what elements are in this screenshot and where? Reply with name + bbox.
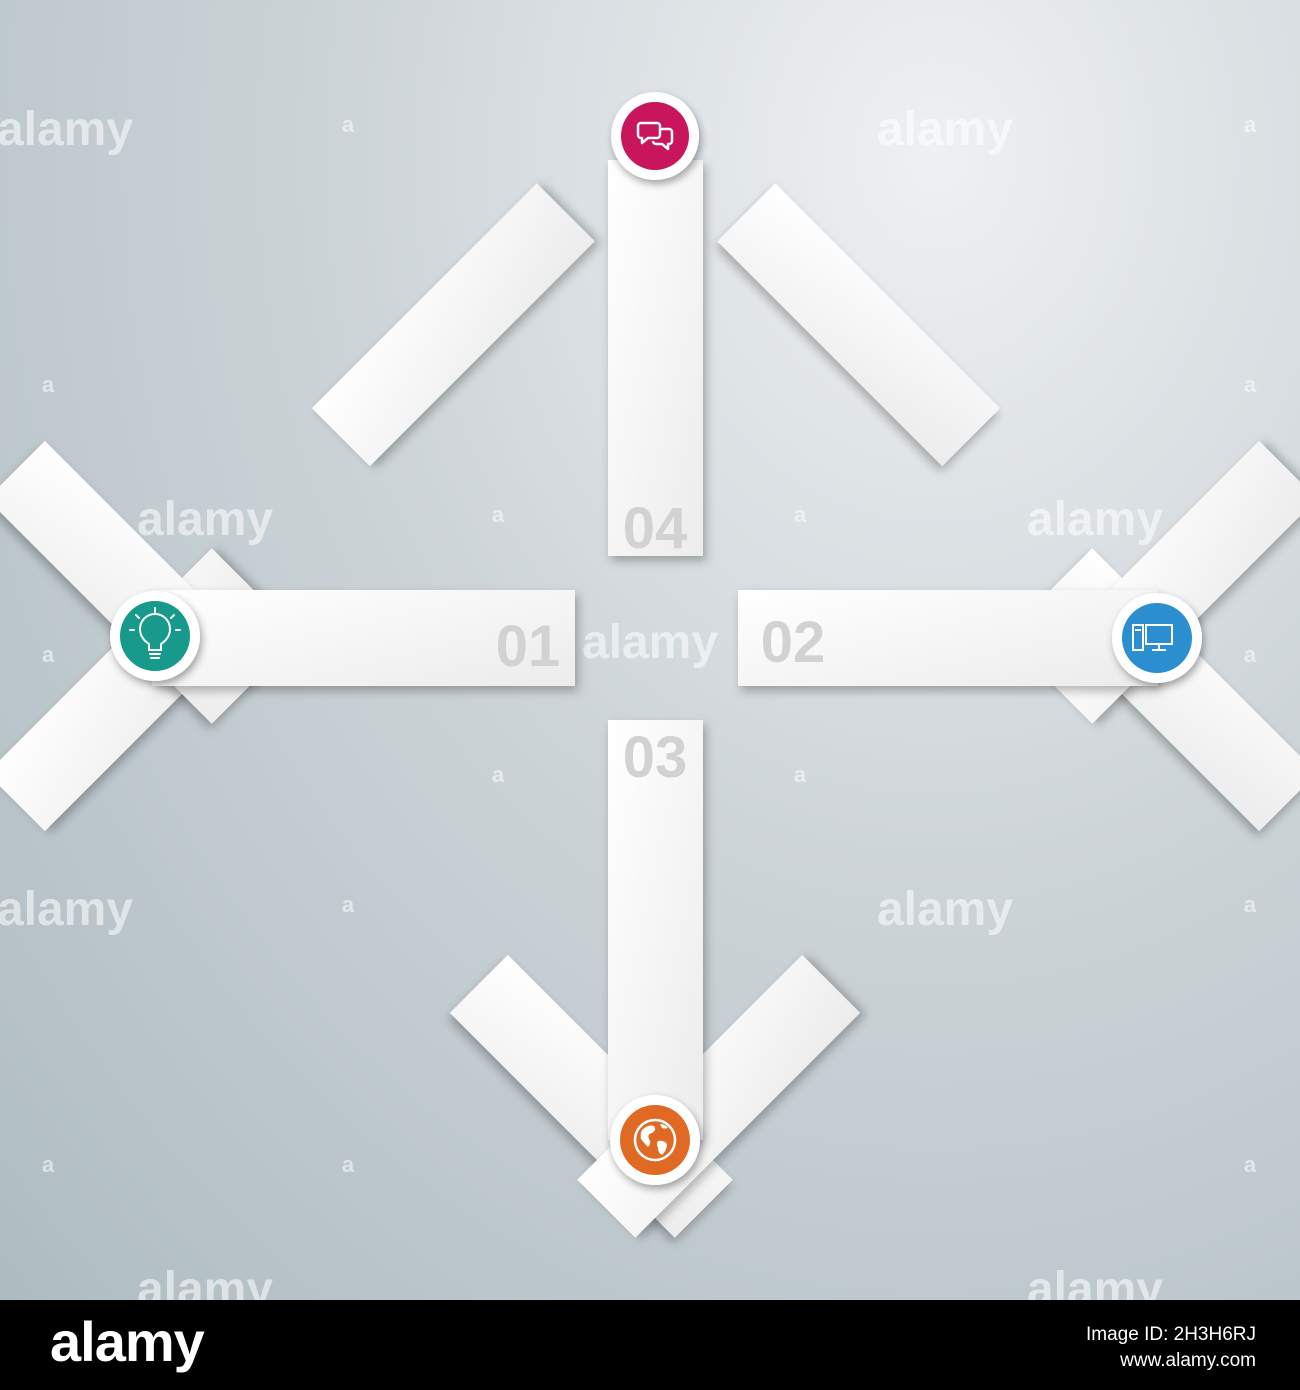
watermark-mark: a xyxy=(1244,642,1257,667)
watermark-mark: a xyxy=(42,1152,55,1177)
arrow-03-shaft xyxy=(608,720,703,1140)
arrow-04-wing-left xyxy=(311,183,595,467)
watermark-mark: a xyxy=(342,892,355,917)
step-number-04: 04 xyxy=(623,496,688,561)
arrow-02-badge xyxy=(1122,603,1192,673)
arrow-step-03: 03 xyxy=(449,720,861,1238)
watermark-text: alamy xyxy=(877,883,1013,936)
watermark-text: alamy xyxy=(1027,1263,1163,1300)
watermark-text: alamy xyxy=(582,616,718,669)
arrow-04-shaft xyxy=(608,160,703,556)
watermark-layer: alamy alamy alamy alamy alamy alamy alamy alamy… xyxy=(0,103,1257,1300)
watermark-text: alamy xyxy=(1027,493,1163,546)
arrow-01-shaft xyxy=(152,590,575,686)
site-url-text[interactable]: www.alamy.com xyxy=(1120,1350,1256,1371)
arrow-step-02: 02 xyxy=(738,440,1300,832)
watermark-text: alamy xyxy=(137,1263,273,1300)
arrow-04-badge xyxy=(621,102,689,170)
arrow-step-04: 04 xyxy=(311,92,1001,561)
watermark-mark: a xyxy=(1244,1152,1257,1177)
watermark-text: alamy xyxy=(0,103,133,156)
computer-icon xyxy=(1132,624,1173,651)
arrow-step-01: 01 xyxy=(0,440,575,832)
watermark-mark: a xyxy=(794,762,807,787)
image-id-text: Image ID: 2H3H6RJ xyxy=(1085,1324,1256,1345)
speech-bubbles-icon xyxy=(636,121,674,151)
watermark-mark: a xyxy=(1244,112,1257,137)
step-number-02: 02 xyxy=(761,610,826,675)
watermark-text: alamy xyxy=(0,883,133,936)
footer-bar: alamy Image ID: 2H3H6RJ www.alamy.com xyxy=(0,1300,1300,1390)
step-number-03: 03 xyxy=(623,725,688,790)
watermark-mark: a xyxy=(1244,372,1257,397)
arrow-02-shaft xyxy=(738,590,1158,686)
watermark-mark: a xyxy=(342,112,355,137)
watermark-mark: a xyxy=(342,1152,355,1177)
footer-info: Image ID: 2H3H6RJ www.alamy.com xyxy=(1086,1322,1256,1374)
footer-logo: alamy xyxy=(50,1310,205,1373)
watermark-mark: a xyxy=(492,762,505,787)
arrow-03-badge xyxy=(620,1105,690,1175)
watermark-mark: a xyxy=(42,372,55,397)
diagram-canvas: alamy alamy alamy alamy alamy alamy alamy alamy… xyxy=(0,0,1300,1300)
watermark-mark: a xyxy=(794,502,807,527)
watermark-text: alamy xyxy=(137,493,273,546)
arrows-diagram: alamy alamy alamy alamy alamy alamy alamy alamy… xyxy=(0,92,1300,1300)
watermark-mark: a xyxy=(42,642,55,667)
watermark-mark: a xyxy=(1244,892,1257,917)
lightbulb-icon xyxy=(129,607,181,659)
arrow-01-badge xyxy=(120,601,190,671)
arrow-04-wing-right xyxy=(717,183,1001,467)
watermark-text: alamy xyxy=(877,103,1013,156)
step-number-01: 01 xyxy=(496,614,561,679)
watermark-mark: a xyxy=(492,502,505,527)
globe-icon xyxy=(633,1118,677,1162)
